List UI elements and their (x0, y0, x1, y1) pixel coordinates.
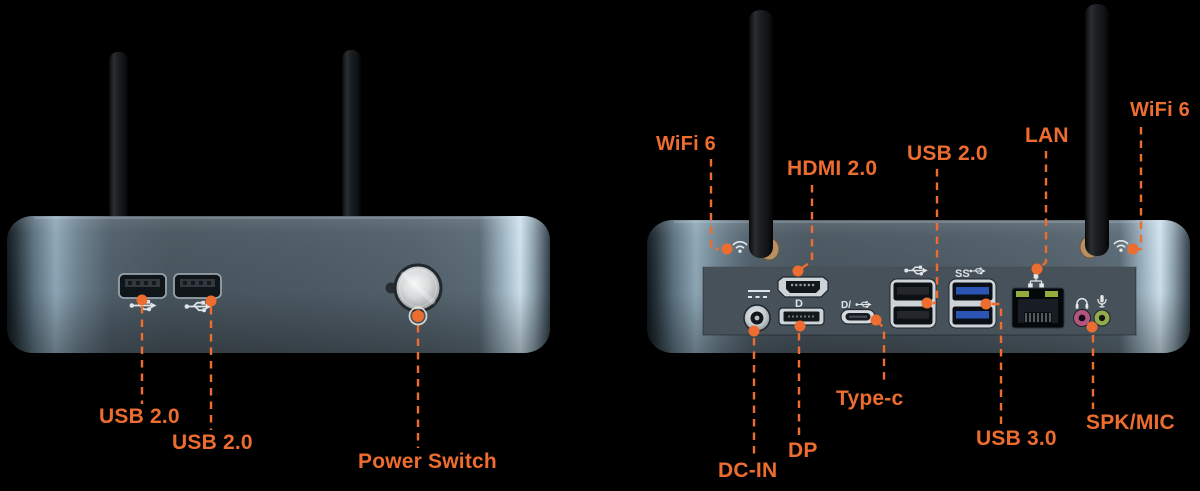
lan-icon (1028, 274, 1044, 288)
front-callout-dots (136, 294, 428, 326)
type-c-alt-mode-icon: D/ (841, 300, 872, 311)
label-type-c: Type-c (836, 387, 904, 410)
svg-text:D/: D/ (841, 300, 851, 311)
usb3-port-stack (948, 278, 997, 329)
label-front-usb-1: USB 2.0 (99, 405, 180, 428)
usb2-port-stack (889, 278, 937, 329)
front-chassis (7, 216, 550, 353)
label-hdmi: HDMI 2.0 (787, 157, 878, 180)
rear-callout-dots (721, 243, 1139, 337)
dc-power-icon (748, 290, 770, 298)
front-antenna-left (109, 52, 128, 222)
label-dp: DP (788, 439, 818, 462)
label-front-usb-2: USB 2.0 (172, 431, 253, 454)
front-callout-lines (140, 306, 420, 448)
label-dc-in: DC-IN (718, 459, 778, 482)
microphone-icon (1097, 295, 1107, 308)
speaker-jack (1073, 309, 1091, 327)
lan-port (1011, 287, 1065, 329)
superspeed-usb-icon: SS (955, 267, 986, 280)
front-antenna-right (342, 50, 361, 222)
mic-jack (1093, 309, 1111, 327)
label-rear-usb2: USB 2.0 (907, 142, 988, 165)
front-usb-port-2 (173, 273, 222, 299)
hdmi-port (777, 276, 829, 298)
rear-antenna-right (1079, 4, 1109, 259)
label-lan: LAN (1025, 124, 1069, 147)
dp-port (778, 307, 825, 326)
headphone-icon (1075, 297, 1089, 309)
label-usb3: USB 3.0 (976, 427, 1057, 450)
rear-device: D D/ SS (647, 4, 1190, 457)
label-wifi-left: WiFi 6 (656, 133, 716, 155)
front-usb-port-1 (118, 273, 167, 299)
rear-antenna-left (749, 10, 780, 261)
displayport-logo: D (795, 298, 803, 310)
rear-callout-lines (709, 127, 1143, 457)
svg-text:SS: SS (955, 268, 970, 280)
label-power-switch: Power Switch (358, 450, 497, 473)
front-device (7, 50, 550, 448)
type-c-port (840, 308, 876, 325)
label-wifi-right: WiFi 6 (1130, 99, 1190, 121)
label-spk-mic: SPK/MIC (1086, 411, 1175, 434)
